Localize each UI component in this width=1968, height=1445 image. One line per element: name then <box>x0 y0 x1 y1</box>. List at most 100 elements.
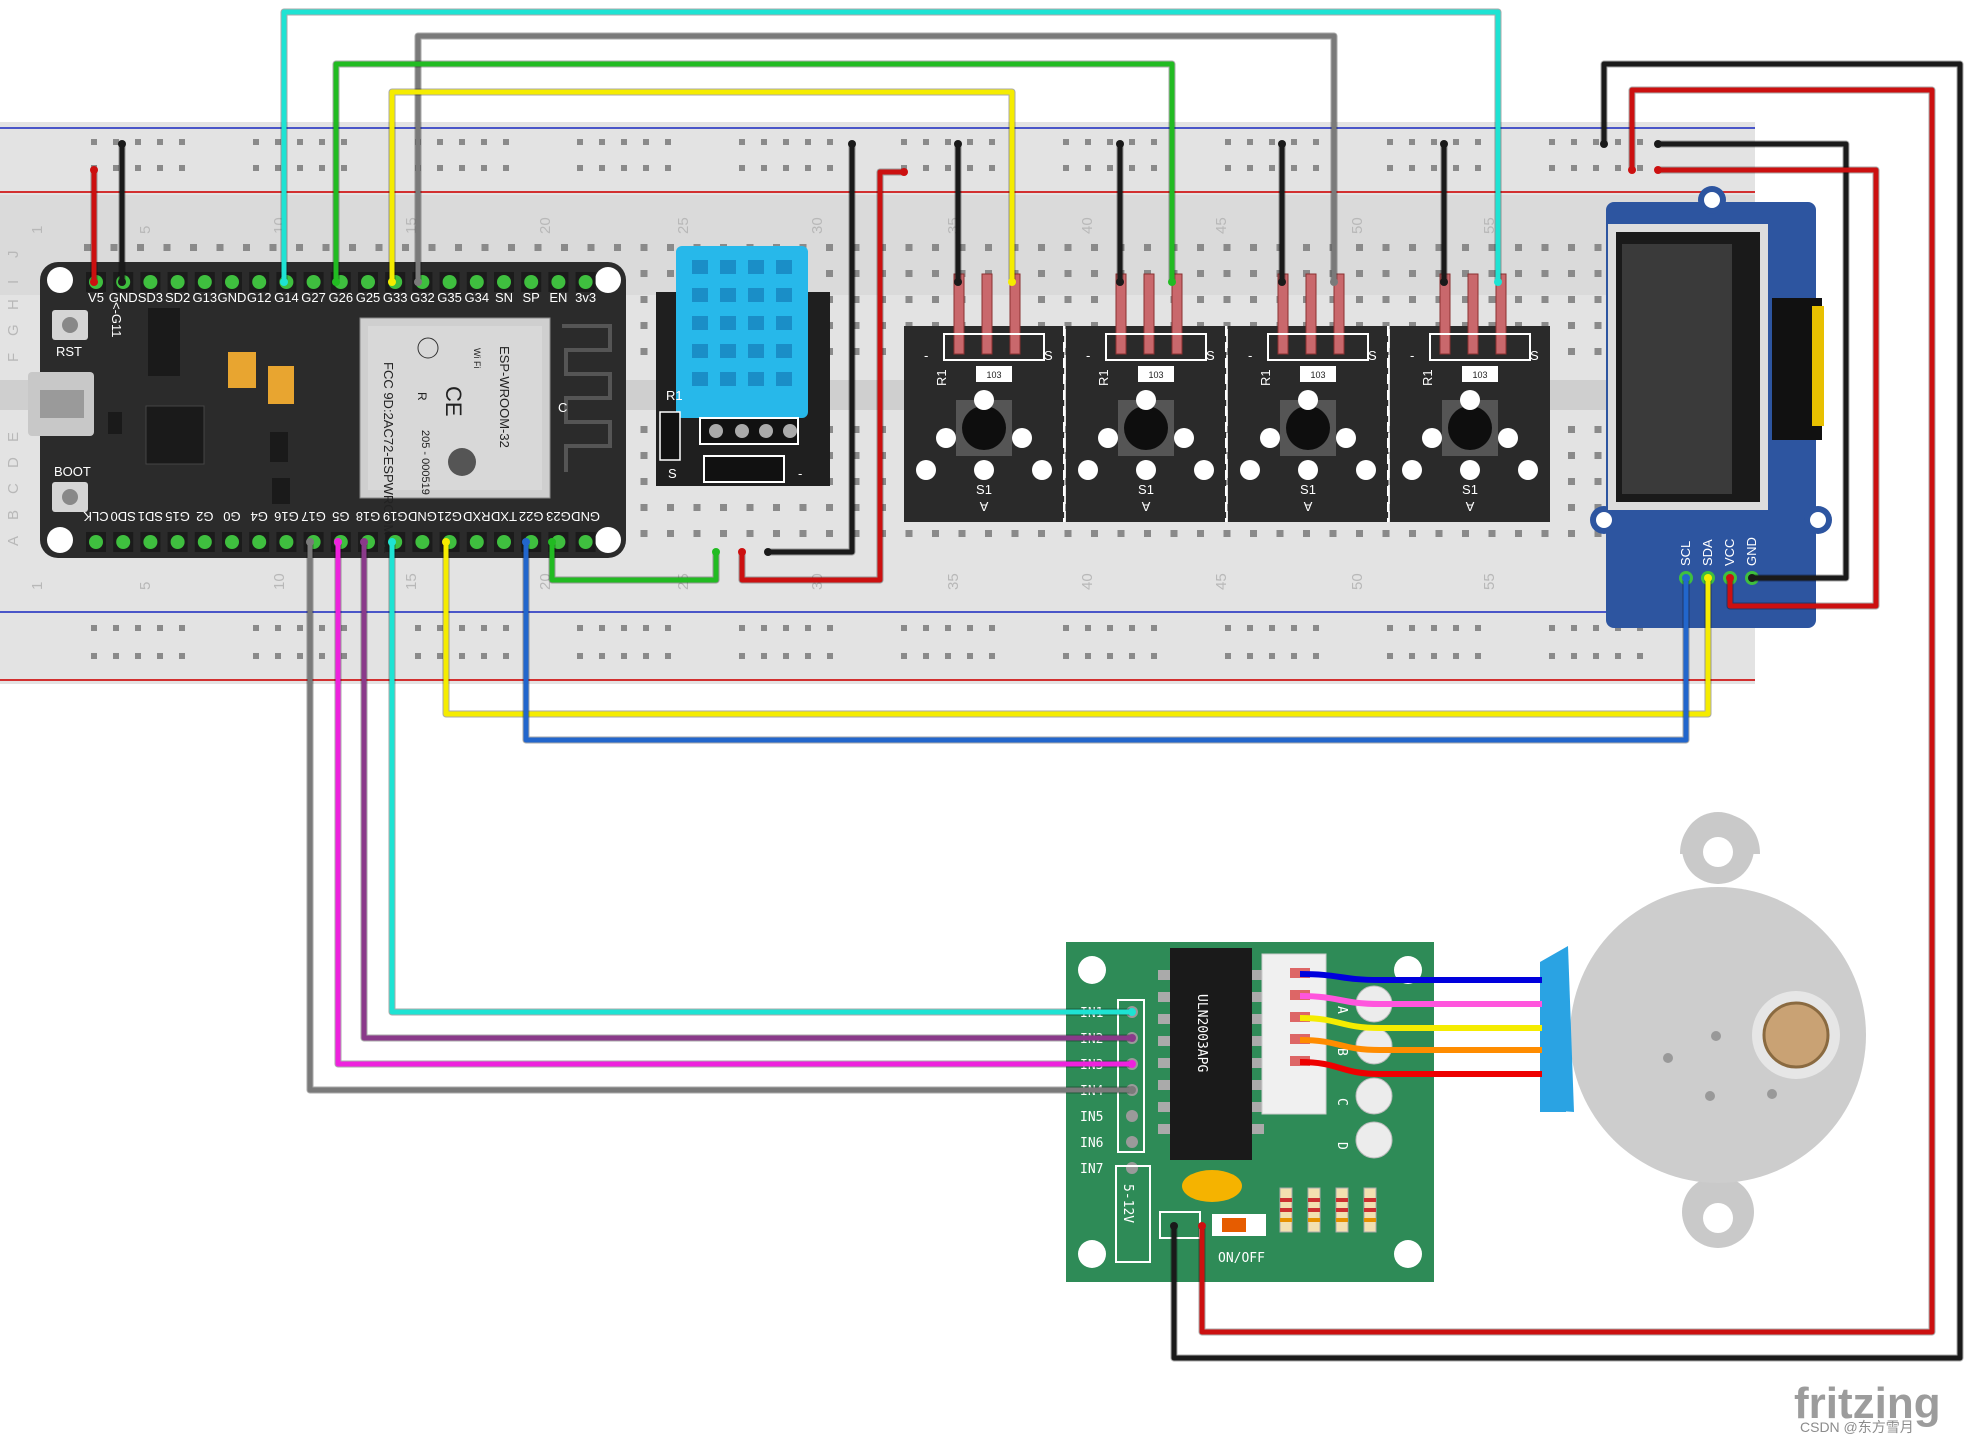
pin[interactable] <box>116 535 131 549</box>
pin[interactable] <box>469 535 484 549</box>
power-switch[interactable] <box>1222 1218 1246 1232</box>
wire-dht-gnd[interactable] <box>768 144 855 555</box>
pin[interactable] <box>252 535 267 549</box>
pin-label: G16 <box>274 509 299 524</box>
wire-g14-button4[interactable] <box>281 9 1501 282</box>
pin[interactable] <box>578 275 593 289</box>
pin-label: G23 <box>546 509 571 524</box>
column-number: 35 <box>945 573 962 590</box>
led-label: B <box>1334 1048 1349 1056</box>
row-letter: E <box>5 432 22 442</box>
wire-g26-button2[interactable] <box>333 61 1175 282</box>
column-number: 1 <box>29 226 46 234</box>
pin[interactable] <box>252 275 267 289</box>
switch-label: S1 <box>1138 482 1154 497</box>
pin[interactable] <box>497 275 511 289</box>
pin-label: CLK <box>83 509 109 524</box>
motor-shaft <box>1762 1001 1830 1069</box>
wire-oled-gnd[interactable] <box>1658 141 1849 581</box>
espressif-logo-icon <box>448 448 476 476</box>
pin-label: GND <box>571 509 600 524</box>
mount-hole <box>595 527 621 553</box>
oled-pin-label: VCC <box>1722 539 1737 566</box>
pin-label: GND <box>408 509 437 524</box>
wire-driver-vcc[interactable] <box>1199 87 1935 1335</box>
pin[interactable] <box>415 535 430 549</box>
pin[interactable] <box>225 275 239 289</box>
wire-g32-button3[interactable] <box>415 33 1337 282</box>
column-number: 5 <box>137 226 154 234</box>
wire-g33-button1[interactable] <box>389 89 1015 282</box>
pin[interactable] <box>442 275 457 289</box>
pin[interactable] <box>279 535 294 549</box>
pin[interactable] <box>551 535 566 549</box>
wire-dht-vcc[interactable] <box>739 169 904 583</box>
input-label: IN5 <box>1080 1110 1103 1125</box>
pin[interactable] <box>578 535 593 549</box>
pin[interactable] <box>143 535 158 549</box>
wire-in4[interactable] <box>307 542 1132 1093</box>
pin-label: G27 <box>301 290 326 305</box>
input-label: IN6 <box>1080 1136 1103 1151</box>
pin-label: G15 <box>165 509 190 524</box>
wire-in2[interactable] <box>361 542 1132 1041</box>
switch-label: S1 <box>976 482 992 497</box>
wire-oled-vcc[interactable] <box>1658 167 1879 609</box>
pin-label: G32 <box>410 290 435 305</box>
pin[interactable] <box>89 535 103 549</box>
pin[interactable] <box>306 275 321 289</box>
esp32-board: RST BOOT <-G11 FCC 9D:2AC72-ESPWROOM 32 … <box>28 262 626 558</box>
switch-cap[interactable] <box>1448 406 1492 450</box>
pin-label: G18 <box>356 509 381 524</box>
mount-hole <box>47 267 73 293</box>
regulator-chip <box>148 308 180 376</box>
wire-scl[interactable] <box>523 542 1689 743</box>
resistor-code: 103 <box>1148 370 1163 380</box>
pin-label: G12 <box>247 290 272 305</box>
column-number: 30 <box>809 217 826 234</box>
arrow-label: A <box>979 499 988 514</box>
pin[interactable] <box>170 275 185 289</box>
pin[interactable] <box>197 535 212 549</box>
resistor-code: 103 <box>1472 370 1487 380</box>
pin[interactable] <box>551 275 566 289</box>
wire-in1[interactable] <box>389 542 1132 1015</box>
pin-s-label: S <box>1530 348 1539 363</box>
pin[interactable] <box>1126 1136 1138 1148</box>
switch-cap[interactable] <box>1286 406 1330 450</box>
pin[interactable] <box>197 275 212 289</box>
pin[interactable] <box>225 535 239 549</box>
pin-label: G0 <box>223 509 240 524</box>
antenna-label: C <box>558 400 567 415</box>
pin-label: G22 <box>519 509 544 524</box>
pin-label: SN <box>495 290 513 305</box>
pin[interactable] <box>497 535 511 549</box>
row-letter: D <box>5 457 22 468</box>
switch-cap[interactable] <box>962 406 1006 450</box>
pin-label: GND <box>109 290 138 305</box>
oled-pin-label: GND <box>1744 537 1759 566</box>
wire-g23-dht[interactable] <box>549 542 719 583</box>
pin[interactable] <box>143 275 158 289</box>
boot-label: BOOT <box>54 464 91 479</box>
wire-in3[interactable] <box>335 542 1132 1067</box>
pin[interactable] <box>1126 1162 1138 1174</box>
pin[interactable] <box>469 275 484 289</box>
wire-sda[interactable] <box>443 542 1711 717</box>
pin[interactable] <box>361 275 375 289</box>
row-letter: C <box>5 483 22 494</box>
pin-label: G19 <box>383 509 408 524</box>
pin[interactable] <box>170 535 185 549</box>
wire-driver-gnd[interactable] <box>1171 61 1963 1361</box>
capacitor <box>268 366 294 404</box>
pin-label: EN <box>549 290 567 305</box>
dht-module: R1 S - <box>656 246 830 486</box>
pin[interactable] <box>1126 1110 1138 1122</box>
switch-cap[interactable] <box>1124 406 1168 450</box>
pin[interactable] <box>524 275 539 289</box>
